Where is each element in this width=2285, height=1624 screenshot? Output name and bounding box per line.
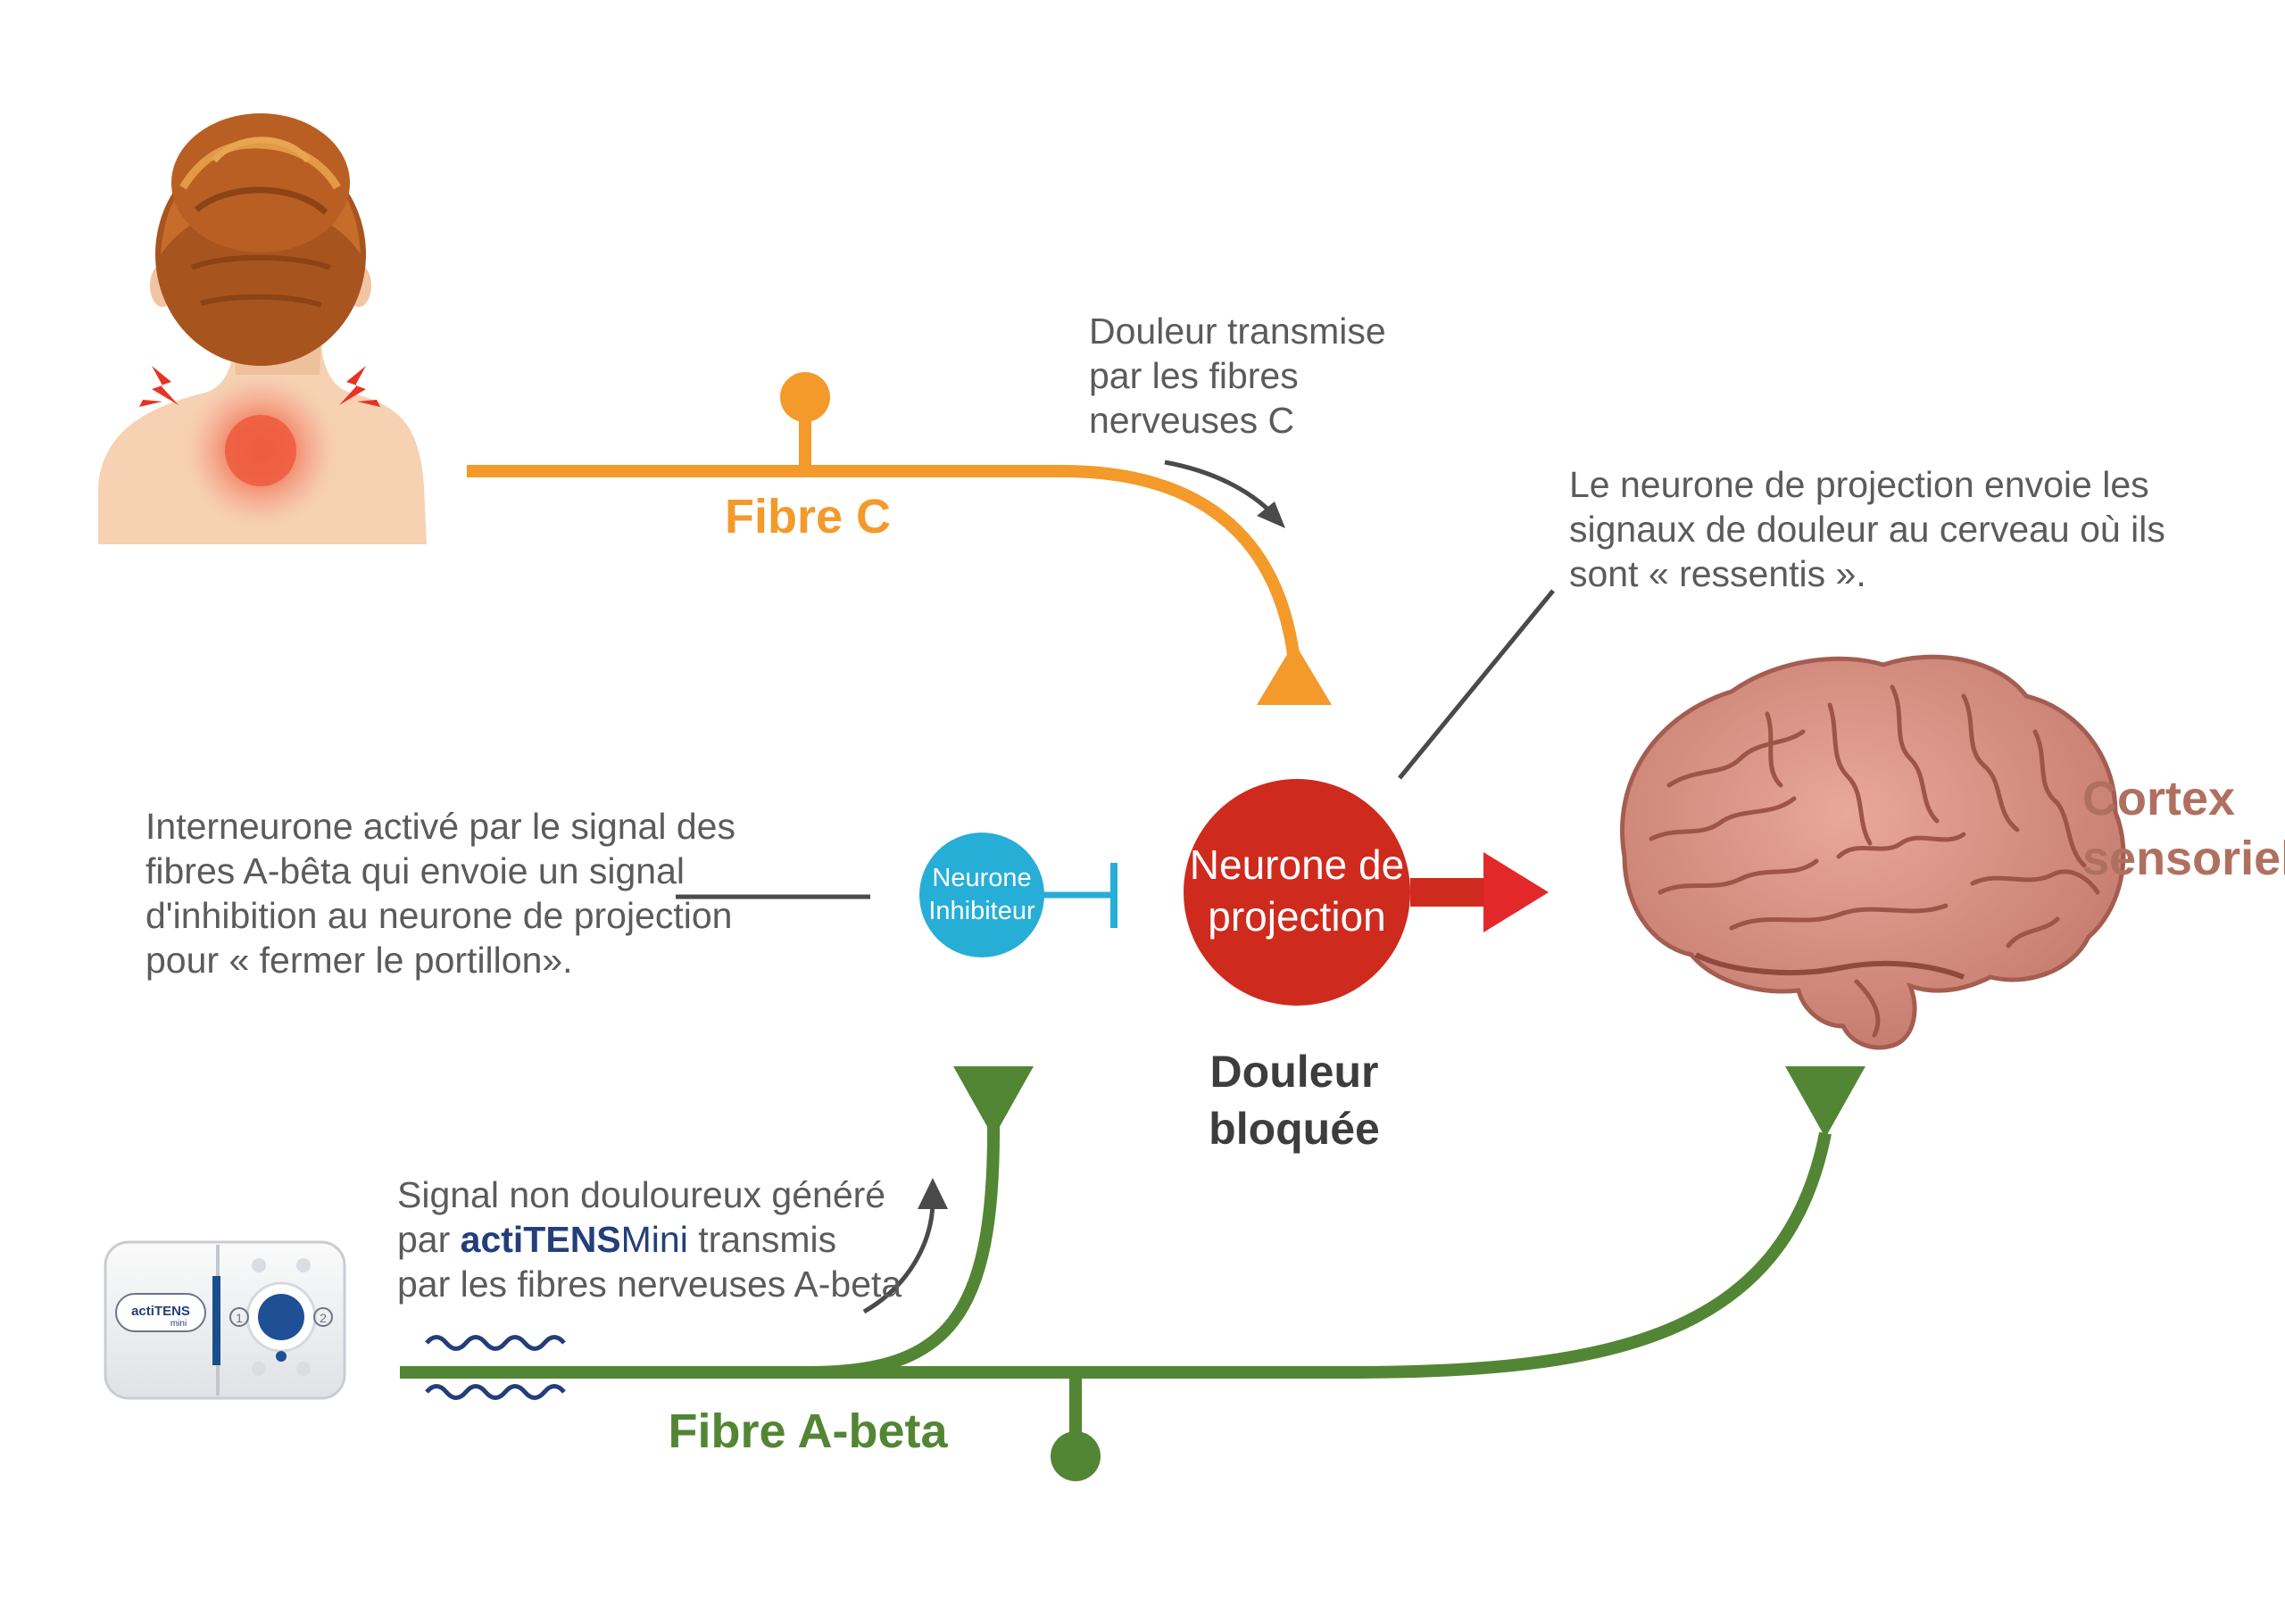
device-channel-2: 2 <box>320 1311 327 1325</box>
projection-note-leader <box>1398 589 1555 780</box>
interneurone-note-line-1: Interneurone activé par le signal des <box>145 806 735 847</box>
neurone-inhibiteur-line-1: Neurone <box>932 864 1031 892</box>
projection-note-line-2: signaux de douleur au cerveau où ils <box>1569 509 2165 550</box>
cortex-label: Cortex sensoriel <box>2082 772 2285 885</box>
neurone-inhibiteur: Neurone Inhibiteur <box>919 833 1118 957</box>
cortex-line-2: sensoriel <box>2082 832 2285 885</box>
douleur-transmise-arrow <box>1164 460 1285 528</box>
neurone-projection-line-1: Neurone de <box>1190 841 1404 888</box>
projection-note-line-1: Le neurone de projection envoie les <box>1569 464 2149 505</box>
fibre-abeta-label: Fibre A-beta <box>668 1404 948 1458</box>
neurone-projection-line-2: projection <box>1208 893 1385 940</box>
device-brand: actiTENS <box>131 1304 190 1319</box>
projection-note-line-3: sont « ressentis ». <box>1569 553 1866 594</box>
signal-brand-suffix: Mini <box>621 1219 688 1260</box>
douleur-transmise-note: Douleur transmise par les fibres nerveus… <box>1089 311 1386 441</box>
interneurone-note-line-3: d'inhibition au neurone de projection <box>145 895 732 936</box>
brain-illustration <box>1620 654 2126 1050</box>
device-sub: mini <box>170 1319 187 1329</box>
signal-line-3: par les fibres nerveuses A-beta <box>397 1264 902 1305</box>
neurone-inhibiteur-line-2: Inhibiteur <box>928 897 1035 925</box>
neurone-projection: Neurone de projection <box>1184 779 1549 1006</box>
interneurone-note-line-2: fibres A-bêta qui envoie un signal <box>145 850 685 891</box>
signal-brand: actiTENS <box>461 1219 621 1260</box>
fibre-abeta <box>400 1066 1865 1481</box>
cortex-line-1: Cortex <box>2082 772 2235 825</box>
douleur-bloquee-label: Douleur bloquée <box>1209 1047 1380 1154</box>
fibre-c-label: Fibre C <box>725 490 891 543</box>
signal-line-1: Signal non douloureux généré <box>397 1174 885 1215</box>
douleur-transmise-line-2: par les fibres <box>1089 355 1299 396</box>
signal-line-2-prefix: par <box>397 1219 461 1260</box>
interneurone-note: Interneurone activé par le signal des fi… <box>145 806 735 981</box>
interneurone-note-line-4: pour « fermer le portillon». <box>145 940 573 981</box>
douleur-transmise-line-3: nerveuses C <box>1089 400 1294 441</box>
signal-arrow <box>862 1178 948 1314</box>
fibre-c <box>467 372 1332 705</box>
tens-device-illustration: actiTENS mini 1 2 <box>104 1240 346 1400</box>
device-channel-1: 1 <box>236 1311 243 1325</box>
douleur-bloquee-line-1: Douleur <box>1210 1047 1379 1097</box>
signal-note: Signal non douloureux généré par actiTEN… <box>397 1174 902 1305</box>
douleur-transmise-line-1: Douleur transmise <box>1089 311 1386 352</box>
signal-line-2: par actiTENSMini transmis <box>397 1219 836 1260</box>
douleur-bloquee-line-2: bloquée <box>1209 1104 1380 1154</box>
woman-neck-pain-illustration <box>98 113 427 544</box>
projection-note: Le neurone de projection envoie les sign… <box>1569 464 2165 594</box>
wave-icon <box>425 1335 566 1400</box>
signal-line-2-suffix: transmis <box>688 1219 836 1260</box>
pain-spark-icon <box>139 366 380 407</box>
